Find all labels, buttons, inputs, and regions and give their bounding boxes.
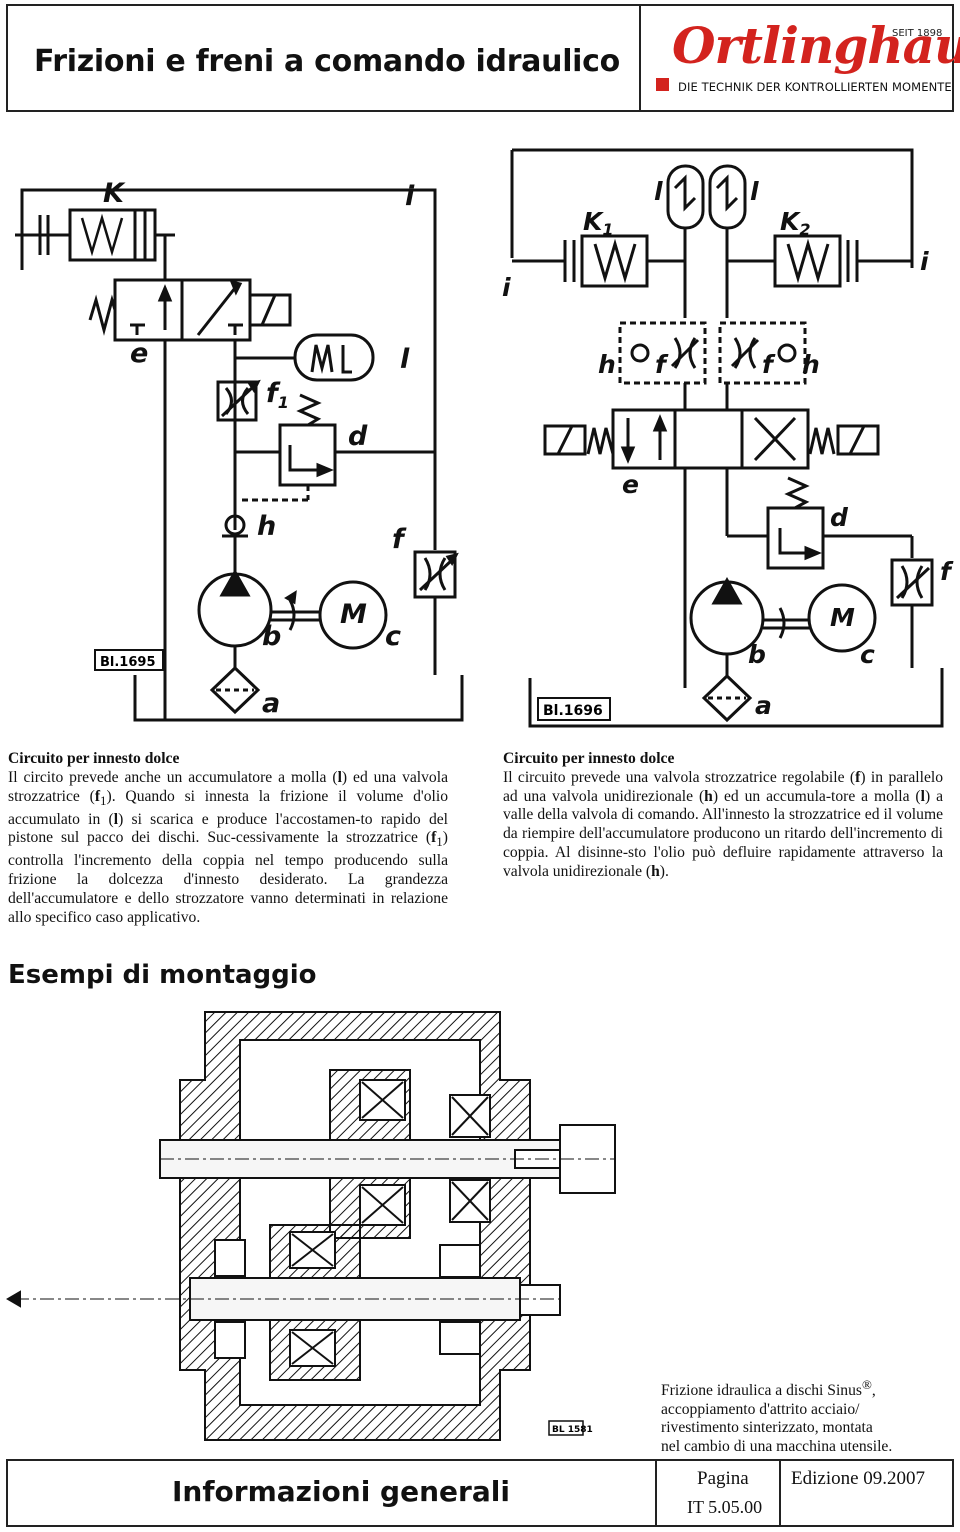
ortlinghaus-logo: Ortlinghaus [672, 16, 960, 75]
label-e: e [622, 470, 639, 499]
page-title: Frizioni e freni a comando idraulico [34, 44, 620, 79]
text-left-heading: Circuito per innesto dolce [8, 750, 180, 767]
label-l1: l [654, 177, 663, 206]
header-logo-box [641, 4, 954, 112]
text-right-body: Il circuito prevede una valvola strozzat… [503, 768, 944, 880]
label-l2: l [750, 177, 759, 206]
label-M: M [340, 599, 367, 630]
label-c: c [385, 621, 401, 652]
page-label: Pagina [697, 1468, 749, 1489]
logo-tagline: DIE TECHNIK DER KONTROLLIERTEN MOMENTE [678, 80, 952, 94]
label-i2: i [920, 247, 929, 276]
label-b: b [262, 621, 281, 652]
hydraulic-circuit-left: K i e l f1 d h f M b c a Bl.1695 [15, 178, 464, 722]
assembly-id: BL 1581 [552, 1425, 593, 1435]
label-h1: h [598, 350, 616, 379]
label-f2: f [762, 350, 776, 379]
label-a: a [755, 691, 772, 720]
label-b: b [748, 640, 766, 669]
label-a: a [262, 688, 280, 719]
footer-page-box [657, 1459, 781, 1527]
label-e: e [130, 338, 148, 369]
label-K1: K1 [583, 207, 614, 239]
logo-since: SEIT 1898 [892, 28, 943, 39]
label-f1: f1 [266, 378, 289, 412]
label-f1: f [655, 350, 669, 379]
label-K2: K2 [780, 207, 811, 239]
label-K: K [103, 178, 126, 209]
header-title-box [6, 4, 641, 112]
footer-title: Informazioni generali [172, 1475, 510, 1508]
footer-edition-box [781, 1459, 954, 1527]
logo-square-icon [656, 78, 669, 91]
label-i1: i [502, 273, 511, 302]
text-left-body: Il circito prevede anche un accumulatore… [8, 768, 448, 926]
text-left: Circuito per innesto dolce Il circito pr… [8, 750, 448, 927]
label-M: M [830, 603, 855, 632]
label-h2: h [802, 350, 820, 379]
text-right-heading: Circuito per innesto dolce [503, 750, 675, 767]
edition: Edizione 09.2007 [791, 1468, 926, 1489]
diagram-id: Bl.1696 [543, 703, 603, 719]
diagram-id: Bl.1695 [100, 655, 156, 670]
label-d: d [830, 503, 849, 532]
label-f: f [940, 557, 954, 586]
text-right: Circuito per innesto dolce Il circuito p… [503, 750, 943, 882]
label-l: l [400, 344, 410, 375]
section-title: Esempi di montaggio [8, 960, 317, 990]
figure-caption: Frizione idraulica a dischi Sinus®, acco… [661, 1377, 893, 1455]
footer-title-box [6, 1459, 657, 1527]
assembly-drawing: BL 1581 [6, 1011, 616, 1441]
label-h: h [257, 511, 276, 542]
hydraulic-circuit-right: l l i i K1 K2 h h f f e d f M b c a Bl.1… [502, 148, 954, 728]
label-i: i [405, 181, 415, 212]
page-number: IT 5.05.00 [687, 1497, 763, 1517]
label-d: d [348, 421, 368, 452]
label-f: f [392, 524, 407, 555]
label-c: c [860, 640, 875, 669]
